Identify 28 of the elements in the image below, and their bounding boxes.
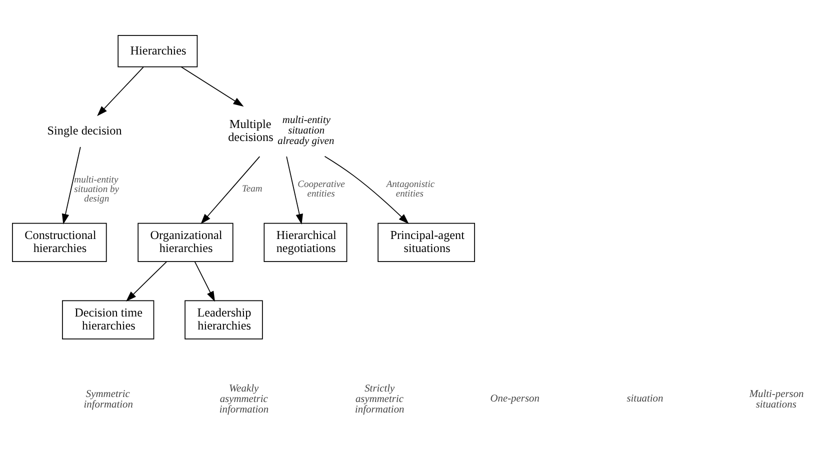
arrow [194,261,216,302]
node-label: multi-entity situation already given [278,114,334,147]
edge-label: Cooperative entities [298,179,345,200]
label: Strictly asymmetric information [355,384,404,416]
node-box: Hierarchies [118,35,198,68]
node-box: Hierarchical negotiations [264,222,348,262]
node-box: Decision time hierarchies [62,300,154,340]
node-box: Constructional hierarchies [12,222,107,262]
node-box: Leadership hierarchies [184,300,263,340]
node-text: Multiple decisions [228,116,274,144]
node-box: Principal-agent situations [378,222,476,262]
edge-label: multi-entity situation by design [74,174,120,204]
label: Multi-person situations [749,388,804,410]
arrow [97,66,144,116]
arrow [180,66,244,107]
arrow [286,156,303,224]
label: Weakly asymmetric information [219,384,269,416]
node-text: Single decision [47,123,122,138]
node-box: Organizational hierarchies [138,222,234,262]
label: Symmetric information [84,388,133,410]
arrow [62,146,81,224]
arrow [200,156,260,224]
arrow [126,261,168,302]
edge-label: Team [242,183,262,194]
edge-label: Antagonistic entities [386,179,435,200]
label: One-person [490,394,540,405]
arrow [324,156,409,224]
label: situation [626,394,664,405]
